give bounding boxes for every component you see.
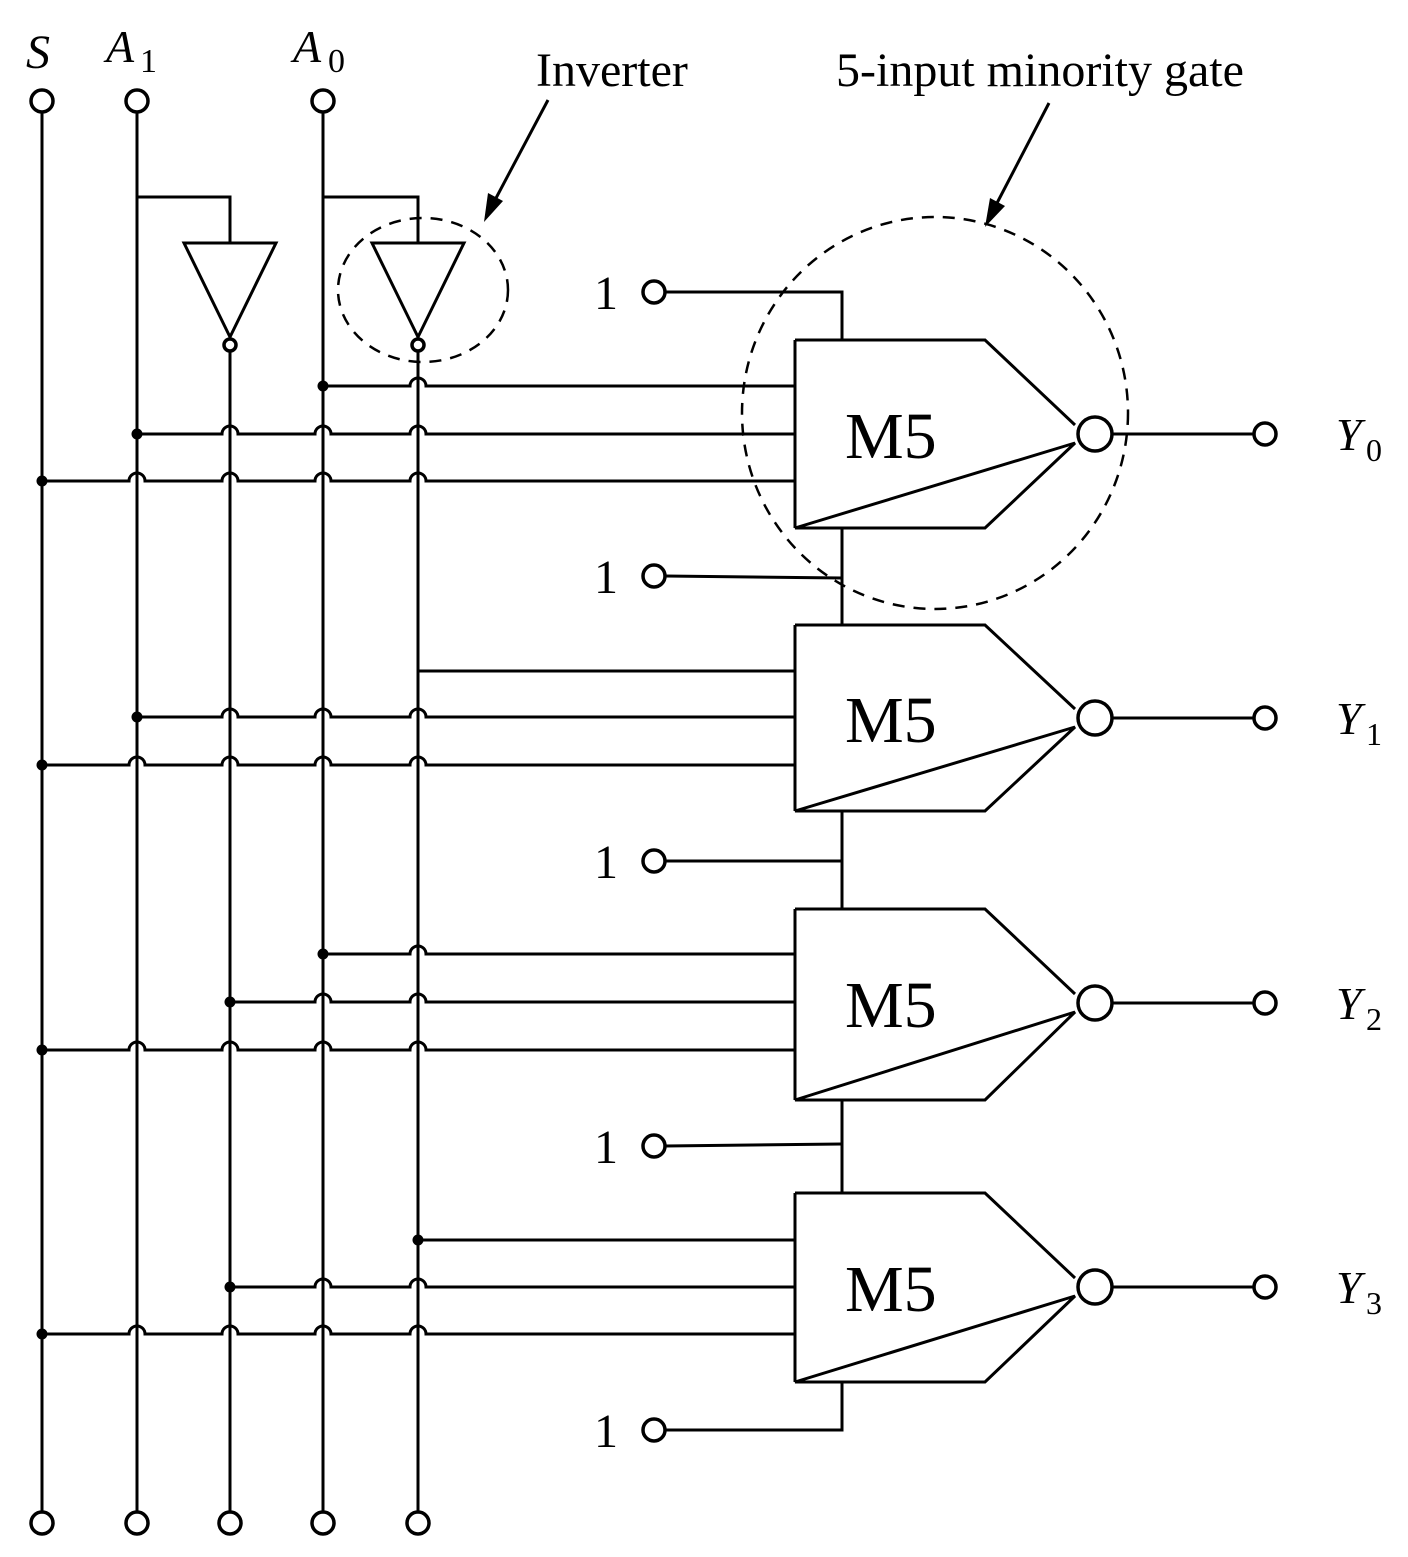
constant-input-label: 1 [594, 267, 618, 320]
terminal-a1-top [124, 88, 150, 114]
output-label: Y [1336, 978, 1366, 1029]
output-terminal-y2: Y 2 [1252, 978, 1382, 1037]
input-label-a1: A [103, 21, 135, 72]
output-wires [1112, 432, 1254, 1289]
output-label-subscript: 0 [1366, 432, 1382, 468]
inverter-a1 [181, 241, 279, 353]
terminal-a0-bottom [310, 1510, 336, 1536]
minority-gate-0: M5 [793, 338, 1114, 530]
constant-input-terminal-1: 1 [594, 551, 667, 604]
constant-input-label: 1 [594, 836, 618, 889]
minority-gate-3: M5 [793, 1191, 1114, 1384]
output-label: Y [1336, 693, 1366, 744]
top-input-terminals [29, 88, 336, 114]
terminal-a1-bottom [124, 1510, 150, 1536]
terminal-s-top [29, 88, 55, 114]
callout-minority-gate: 5-input minority gate [836, 44, 1244, 97]
output-terminal-y0: Y 0 [1252, 409, 1382, 468]
output-label-subscript: 1 [1366, 716, 1382, 752]
callout-arrow-minority-gate [985, 102, 1051, 227]
output-label-subscript: 2 [1366, 1001, 1382, 1037]
inverter-a0 [369, 241, 467, 353]
gate-label: M5 [845, 969, 937, 1042]
output-label-subscript: 3 [1366, 1285, 1382, 1321]
constant-input-terminal-0: 1 [594, 267, 667, 320]
gate-label: M5 [845, 1253, 937, 1326]
vertical-bus-lines [40, 112, 420, 1512]
output-terminal-y3: Y 3 [1252, 1262, 1382, 1321]
callout-arrow-inverter [484, 99, 550, 222]
constant-input-wires [664, 290, 844, 1432]
horizontal-input-wires [42, 376, 795, 1336]
terminal-a1-inverted-bottom [217, 1510, 243, 1536]
gate-label: M5 [845, 684, 937, 757]
input-label-a0-subscript: 0 [328, 43, 345, 80]
gate-label: M5 [845, 400, 937, 473]
input-label-a1-subscript: 1 [140, 43, 157, 80]
constant-input-terminal-2: 1 [594, 836, 667, 889]
minority-gate-highlight-circle [740, 215, 1130, 611]
terminal-a0-inverted-bottom [405, 1510, 431, 1536]
inverter-highlight-circle [336, 216, 510, 364]
junction-dots [36, 380, 424, 1340]
output-label: Y [1336, 1262, 1366, 1313]
input-label-s: S [26, 26, 50, 79]
output-label: Y [1336, 409, 1366, 460]
terminal-a0-top [310, 88, 336, 114]
minority-gate-2: M5 [793, 907, 1114, 1102]
constant-input-label: 1 [594, 551, 618, 604]
constant-input-terminal-3: 1 [594, 1121, 667, 1174]
constant-input-terminal-4: 1 [594, 1405, 667, 1458]
input-label-a0: A [290, 21, 322, 72]
output-terminal-y1: Y 1 [1252, 693, 1382, 752]
bottom-terminals [29, 1510, 431, 1536]
constant-input-label: 1 [594, 1405, 618, 1458]
minority-gate-1: M5 [793, 623, 1114, 813]
terminal-s-bottom [29, 1510, 55, 1536]
callout-inverter: Inverter [536, 44, 688, 97]
constant-input-label: 1 [594, 1121, 618, 1174]
